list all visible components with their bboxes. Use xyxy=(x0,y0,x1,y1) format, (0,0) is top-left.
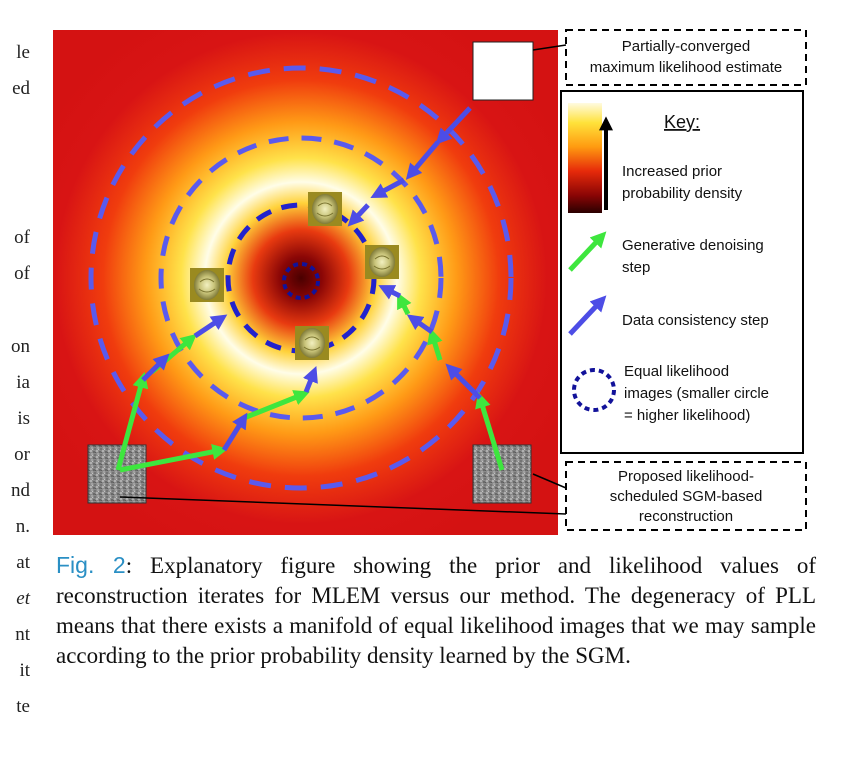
caption-text: : Explanatory figure showing the prior a… xyxy=(56,553,816,668)
brain-image-icon xyxy=(190,268,224,302)
callout-leader-right xyxy=(532,473,567,489)
key-circle-label-1: Equal likelihood xyxy=(624,363,729,380)
likelihood-circle-outer xyxy=(88,65,514,491)
data-arrow xyxy=(435,106,472,145)
key-prior-label-2: probability density xyxy=(622,185,743,202)
key-prior-label-1: Increased prior xyxy=(622,163,722,180)
generative-arrow-key-icon xyxy=(568,231,607,272)
brain-image-icon xyxy=(365,245,399,279)
data-arrow xyxy=(141,353,170,382)
callout-leader-top xyxy=(532,44,567,51)
noise-image-icon xyxy=(472,444,532,504)
generative-arrow xyxy=(475,391,505,471)
brain-image-icon xyxy=(295,326,329,360)
key-circle-label-3: = higher likelihood) xyxy=(624,407,750,424)
margin-fragment: ed xyxy=(12,78,30,99)
key-data-label: Data consistency step xyxy=(622,312,769,329)
key-gen-label-1: Generative denoising xyxy=(622,237,764,254)
brain-image-icon xyxy=(308,192,342,226)
data-arrow xyxy=(303,366,318,393)
data-consistency-arrows xyxy=(141,106,482,452)
margin-fragment: nt xyxy=(15,624,30,645)
data-arrow xyxy=(370,177,406,199)
likelihood-circle-middle xyxy=(158,135,444,421)
data-arrow xyxy=(221,412,248,452)
margin-fragment: le xyxy=(16,42,30,63)
equal-likelihood-circle-icon xyxy=(572,368,616,412)
generative-arrow xyxy=(119,443,229,473)
key-title: Key: xyxy=(664,112,700,132)
figure-label: Fig. 2 xyxy=(56,552,126,578)
margin-fragment: et xyxy=(16,588,30,609)
margin-fragment: or xyxy=(14,444,30,465)
prior-colorbar xyxy=(568,103,602,213)
margin-fragment: nd xyxy=(11,480,30,501)
callout-bottom-line2: scheduled SGM-based xyxy=(610,488,763,505)
callout-bottom-line1: Proposed likelihood- xyxy=(618,468,754,485)
margin-fragment: is xyxy=(17,408,30,429)
margin-fragment: it xyxy=(19,660,30,681)
margin-fragment: on xyxy=(11,336,30,357)
figure-caption: Fig. 2: Explanatory figure showing the p… xyxy=(56,550,816,671)
callout-box-bottom xyxy=(565,461,807,531)
margin-fragment: of xyxy=(14,227,30,248)
callout-top-line2: maximum likelihood estimate xyxy=(590,59,783,76)
margin-fragment: te xyxy=(16,696,30,717)
callout-top-line1: Partially-converged xyxy=(622,38,750,55)
key-gen-label-2: step xyxy=(622,259,650,276)
margin-fragment: of xyxy=(14,263,30,284)
margin-fragment: n. xyxy=(15,516,30,537)
margin-fragment: ia xyxy=(16,372,30,393)
data-arrow xyxy=(193,314,228,339)
generative-arrow xyxy=(427,327,443,361)
data-arrow xyxy=(405,140,440,180)
data-arrow xyxy=(445,363,482,400)
key-circle-label-2: images (smaller circle xyxy=(624,385,769,402)
noise-image-icon xyxy=(87,444,147,504)
callout-bottom-line3: reconstruction xyxy=(639,508,733,525)
generative-arrow xyxy=(397,292,412,316)
data-arrow-key-icon xyxy=(568,295,607,336)
generative-denoising-arrows xyxy=(115,292,505,473)
callout-box-top xyxy=(565,29,807,86)
callout-leader-left xyxy=(119,496,567,515)
white-square-icon xyxy=(472,41,534,101)
data-arrow xyxy=(406,314,434,335)
data-arrow xyxy=(378,285,402,300)
margin-fragment: at xyxy=(16,552,30,573)
data-arrow xyxy=(347,203,370,227)
generative-arrow xyxy=(115,371,149,471)
generative-arrow xyxy=(243,390,310,421)
likelihood-circle-center xyxy=(282,262,320,300)
